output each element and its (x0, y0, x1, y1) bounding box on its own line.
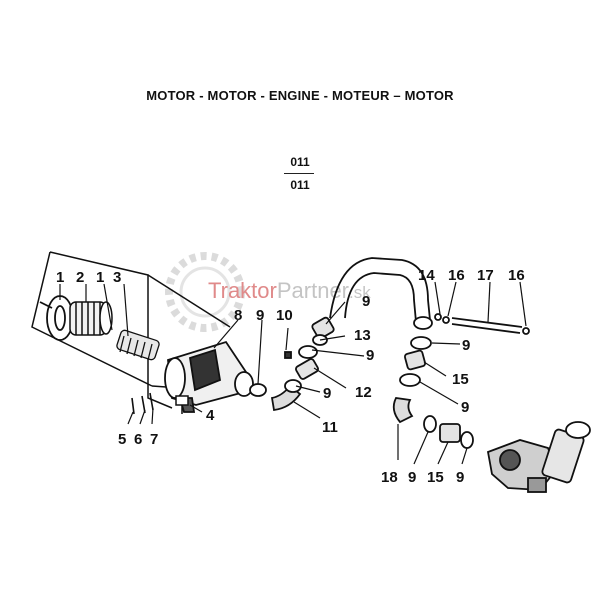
callout-9-e: 9 (462, 337, 470, 354)
watermark-text: TraktorPartner.sk (208, 278, 371, 303)
group-code-bottom: 011 (290, 178, 310, 192)
callout-1-b: 1 (96, 269, 104, 286)
callout-2: 2 (76, 269, 84, 286)
intake-manifold (486, 421, 591, 493)
callout-16-a: 16 (448, 267, 465, 284)
small-screws (131, 392, 154, 415)
watermark-brand-red: Traktor (208, 278, 277, 303)
callout-6: 6 (134, 431, 142, 448)
callout-17: 17 (477, 267, 494, 284)
callout-9-b: 9 (362, 293, 370, 310)
callout-14: 14 (418, 267, 435, 284)
callout-13: 13 (354, 327, 371, 344)
intake-pipe (329, 257, 433, 330)
watermark-gear-icon (165, 252, 245, 332)
safety-element (116, 329, 160, 361)
callout-8: 8 (234, 307, 242, 324)
leader-lines (59, 281, 527, 465)
filter-element (69, 301, 113, 336)
callout-5: 5 (118, 431, 126, 448)
callout-18: 18 (381, 469, 398, 486)
callout-labels: 1 2 1 3 8 9 10 9 13 9 9 12 11 4 5 6 7 14… (56, 267, 525, 486)
callout-10: 10 (276, 307, 293, 324)
mounting-bolt (175, 395, 189, 414)
watermark-tld: .sk (349, 283, 371, 302)
callout-3: 3 (113, 269, 121, 286)
callout-11: 11 (322, 419, 338, 436)
callout-9-h: 9 (456, 469, 464, 486)
callout-9-f: 9 (461, 399, 469, 416)
callout-4: 4 (206, 407, 215, 424)
callout-1: 1 (56, 269, 64, 286)
code-divider (284, 173, 314, 174)
clamp-rod (434, 313, 530, 335)
callout-9-c: 9 (366, 347, 374, 364)
callout-7: 7 (150, 431, 158, 448)
intake-hoses-left (249, 316, 335, 412)
callout-15-a: 15 (452, 371, 469, 388)
callout-9-d: 9 (323, 385, 331, 402)
intake-hoses-right (392, 336, 474, 449)
page-title: MOTOR - MOTOR - ENGINE - MOTEUR – MOTOR (146, 88, 454, 103)
callout-15-b: 15 (427, 469, 444, 486)
callout-9-a: 9 (256, 307, 264, 324)
callout-12: 12 (355, 384, 372, 401)
callout-9-g: 9 (408, 469, 416, 486)
watermark-brand-grey: Partner (277, 278, 349, 303)
group-code-top: 011 (290, 155, 310, 169)
callout-16-b: 16 (508, 267, 525, 284)
